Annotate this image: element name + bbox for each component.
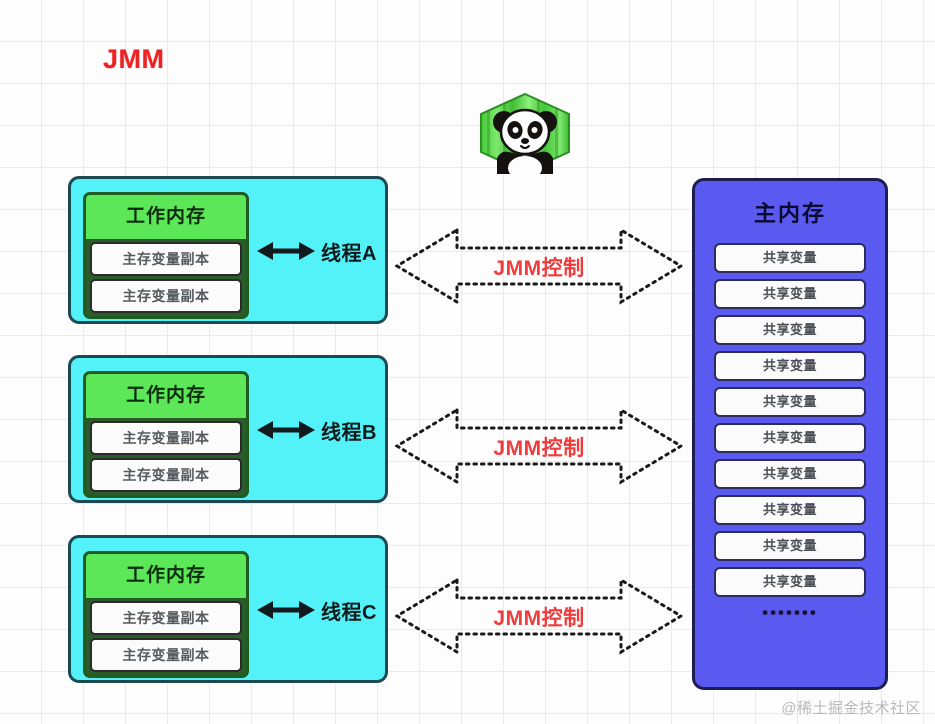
main-memory-panel: 主内存 共享变量 共享变量 共享变量 共享变量 共享变量 共享变量 共享变量 共… <box>692 178 888 690</box>
thread-block: 工作内存 主存变量副本 主存变量副本 线程B <box>68 355 388 503</box>
shared-variable-row: 共享变量 <box>714 243 866 273</box>
jmm-control-arrow: JMM控制 <box>394 212 684 320</box>
variable-copy-row: 主存变量副本 <box>90 601 242 635</box>
shared-variable-row: 共享变量 <box>714 459 866 489</box>
shared-variable-row: 共享变量 <box>714 279 866 309</box>
variable-copy-row: 主存变量副本 <box>90 458 242 492</box>
work-memory-title: 工作内存 <box>86 554 246 598</box>
jmm-control-label: JMM控制 <box>493 607 585 630</box>
bidirectional-arrow-icon <box>257 599 315 621</box>
bidirectional-arrow-icon <box>257 419 315 441</box>
variable-copy-row: 主存变量副本 <box>90 638 242 672</box>
jmm-control-label: JMM控制 <box>493 257 585 280</box>
thread-block: 工作内存 主存变量副本 主存变量副本 线程A <box>68 176 388 324</box>
work-memory-box: 工作内存 主存变量副本 主存变量副本 <box>83 371 249 498</box>
jmm-control-arrow: JMM控制 <box>394 562 684 670</box>
work-memory-box: 工作内存 主存变量副本 主存变量副本 <box>83 551 249 678</box>
thread-block: 工作内存 主存变量副本 主存变量副本 线程C <box>68 535 388 683</box>
panda-bamboo-logo-icon <box>477 92 573 180</box>
shared-variable-row: 共享变量 <box>714 531 866 561</box>
thread-label: 线程C <box>321 602 377 624</box>
page-title: JMM <box>103 44 165 74</box>
shared-variable-row: 共享变量 <box>714 423 866 453</box>
thread-label: 线程A <box>321 243 377 265</box>
variable-copy-row: 主存变量副本 <box>90 421 242 455</box>
watermark: @稀土掘金技术社区 <box>781 700 921 717</box>
work-memory-title: 工作内存 <box>86 374 246 418</box>
work-memory-title: 工作内存 <box>86 195 246 239</box>
variable-copy-row: 主存变量副本 <box>90 242 242 276</box>
work-memory-box: 工作内存 主存变量副本 主存变量副本 <box>83 192 249 319</box>
shared-variable-row: 共享变量 <box>714 387 866 417</box>
main-memory-ellipsis: ••••••• <box>762 603 818 622</box>
shared-variable-row: 共享变量 <box>714 495 866 525</box>
jmm-control-label: JMM控制 <box>493 437 585 460</box>
shared-variable-row: 共享变量 <box>714 351 866 381</box>
bidirectional-arrow-icon <box>257 240 315 262</box>
main-memory-title: 主内存 <box>753 201 826 226</box>
jmm-control-arrow: JMM控制 <box>394 392 684 500</box>
thread-label: 线程B <box>321 422 377 444</box>
variable-copy-row: 主存变量副本 <box>90 279 242 313</box>
shared-variable-row: 共享变量 <box>714 315 866 345</box>
shared-variable-row: 共享变量 <box>714 567 866 597</box>
